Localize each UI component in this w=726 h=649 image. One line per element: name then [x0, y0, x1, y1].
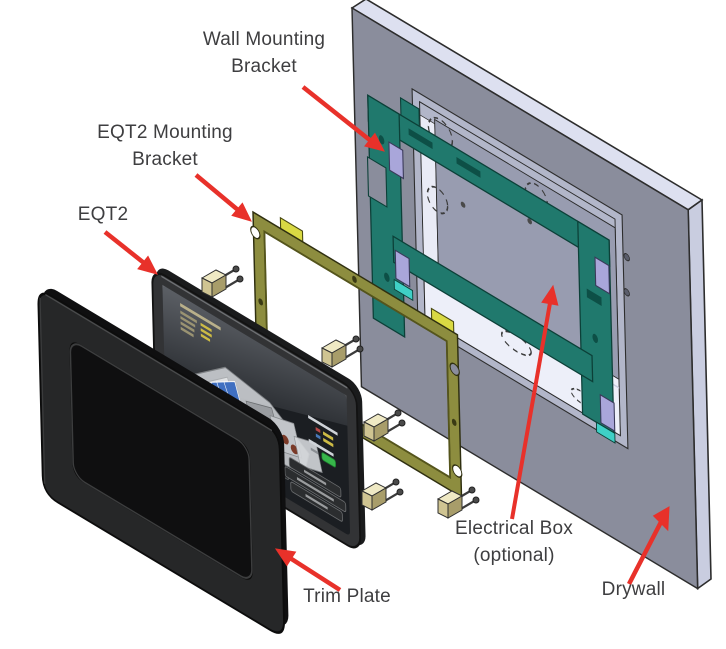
wall-mounting-bracket-arrow [301, 85, 385, 152]
label-trim-plate: Trim Plate [303, 586, 391, 607]
eqt2-mounting-bracket-arrow [194, 173, 252, 222]
drywall-panel [350, 0, 712, 591]
label-drywall: Drywall [601, 579, 666, 600]
trim-plate [37, 288, 289, 634]
label-eqt2: EQT2 [77, 204, 129, 225]
label-electrical-box: Electrical Box (optional) [455, 518, 573, 566]
eqt2-arrow [103, 230, 158, 275]
callout-arrows [103, 85, 670, 592]
drywall-arrow [627, 506, 670, 586]
electrical-box-arrow [510, 284, 559, 520]
trim-plate-arrow [274, 548, 342, 592]
mounting-clip [436, 486, 480, 519]
label-wall-mounting-bracket: Wall Mounting Bracket [202, 29, 326, 77]
mounting-clips [200, 265, 406, 511]
label-eqt2-mounting-bracket: EQT2 Mounting Bracket [97, 122, 233, 170]
